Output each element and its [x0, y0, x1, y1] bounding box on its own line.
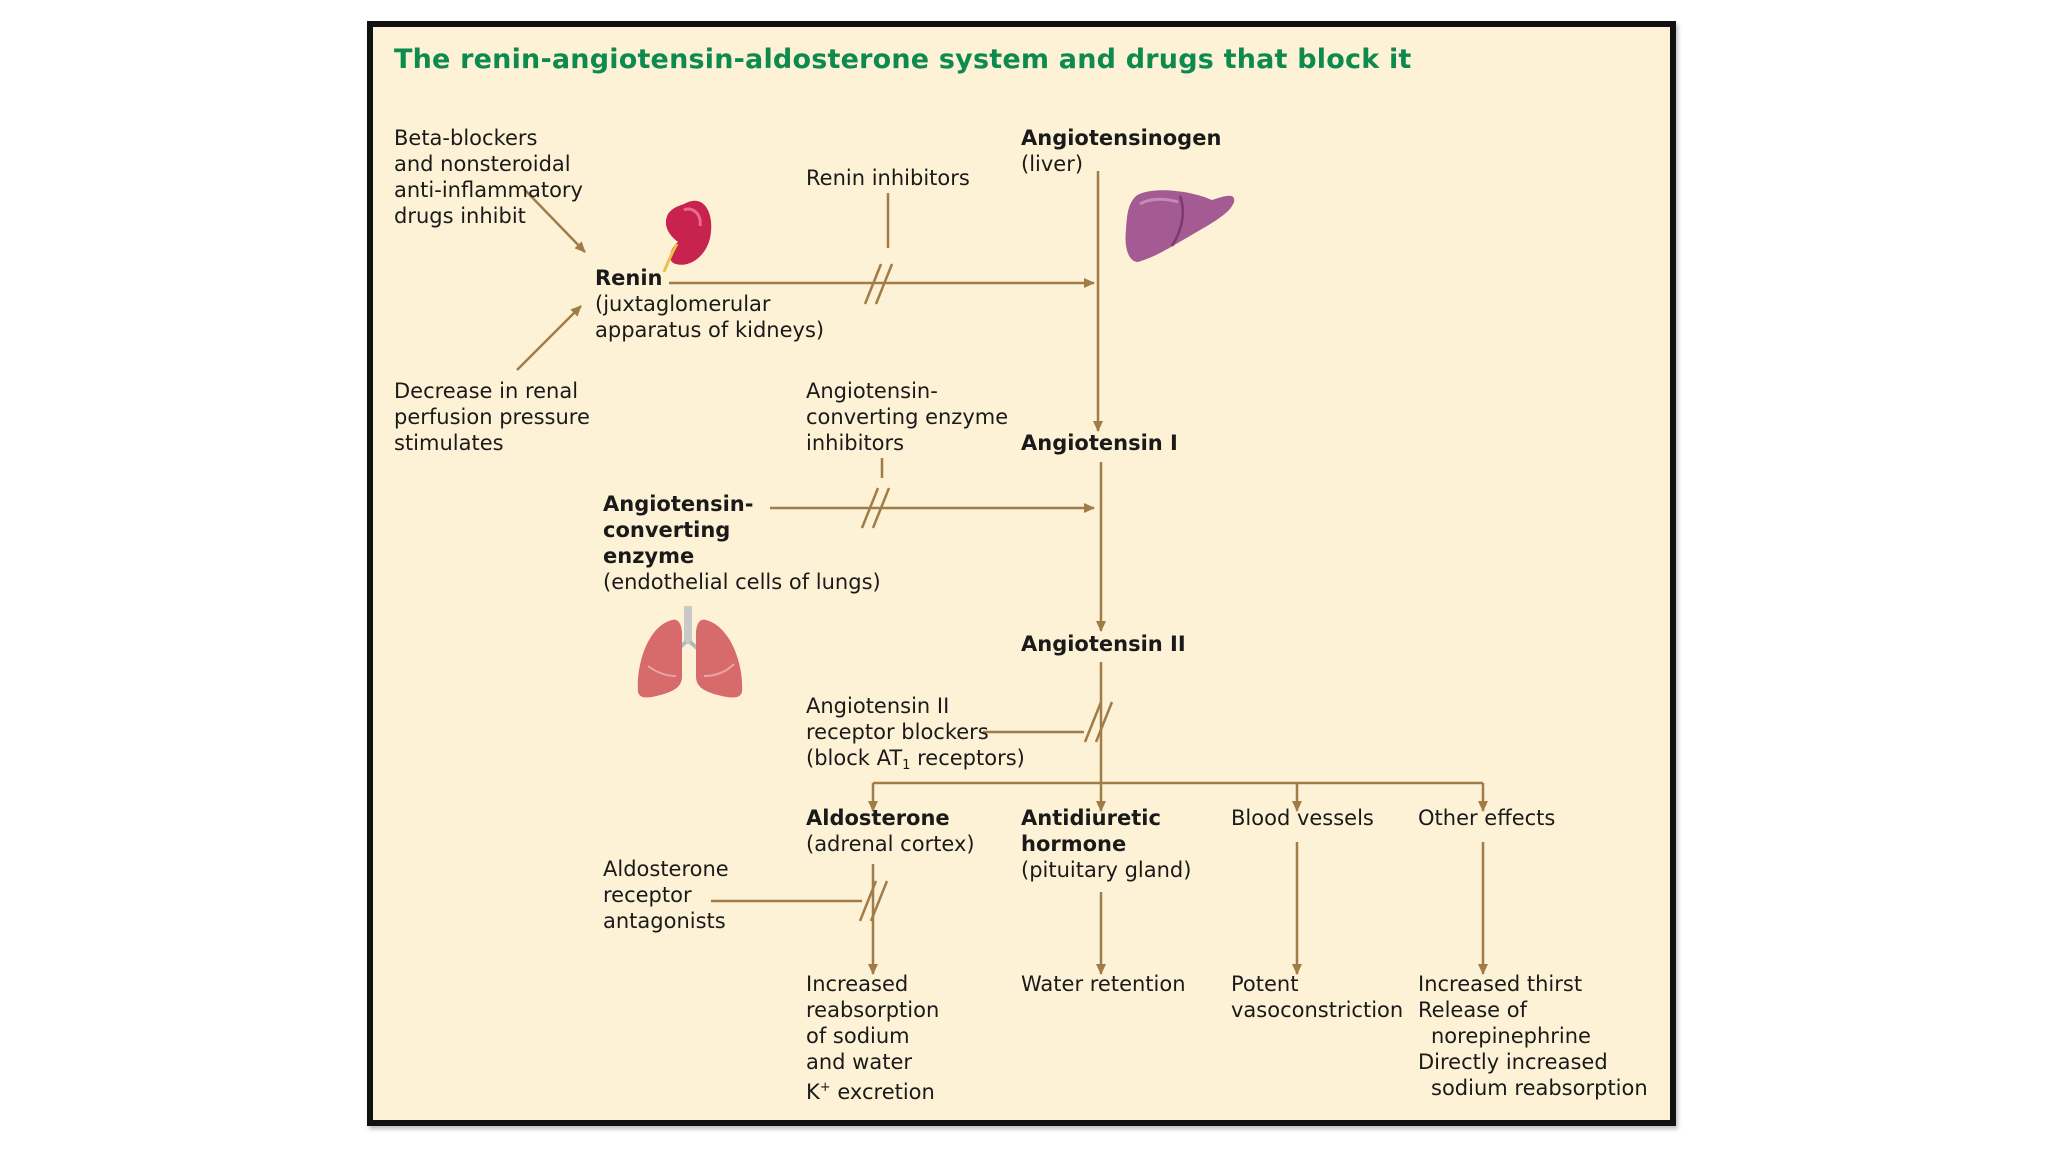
angiotensin-1-node: Angiotensin I: [1021, 431, 1178, 455]
renin-inhibitors-label: Renin inhibitors: [806, 166, 970, 190]
lungs-icon: [637, 606, 743, 698]
ace-inhibitor-block-mark: [860, 487, 880, 529]
aldo-antagonist-block-mark: [869, 880, 889, 922]
other-effects-node: Other effects: [1418, 806, 1556, 830]
arrow-beta-blockers: [523, 188, 586, 253]
renin-inhibitor-block-mark: [874, 263, 894, 305]
page-title: The renin-angiotensin-aldosterone system…: [394, 44, 1412, 75]
ace-node: Angiotensin- converting enzyme (endothel…: [603, 492, 881, 594]
diagram-frame: [367, 21, 1676, 1126]
beta-blockers-label: Beta-blockers and nonsteroidal anti-infl…: [394, 126, 583, 228]
adh-node: Antidiuretic hormone (pituitary gland): [1021, 806, 1192, 882]
aldosterone-node: Aldosterone (adrenal cortex): [806, 806, 975, 856]
water-retention-outcome: Water retention: [1021, 972, 1186, 996]
liver-icon: [1125, 190, 1235, 262]
renal-perfusion-label: Decrease in renal perfusion pressure sti…: [394, 379, 590, 455]
kidney-icon: [662, 200, 712, 273]
renin-node: Renin (juxtaglomerular apparatus of kidn…: [595, 266, 825, 342]
ace-inhibitor-block-mark: [871, 487, 891, 529]
other-outcomes: Increased thirst Release of norepinephri…: [1418, 972, 1648, 1100]
arb-block-mark: [1094, 701, 1114, 743]
arb-block-mark: [1083, 701, 1103, 743]
sodium-effects-outcome: Increased reabsorption of sodium and wat…: [806, 972, 940, 1104]
renin-inhibitor-block-mark: [863, 263, 883, 305]
blood-vessels-node: Blood vessels: [1231, 806, 1374, 830]
vasoconstriction-outcome: Potent vasoconstriction: [1231, 972, 1404, 1022]
arb-label: Angiotensin II receptor blockers (block …: [806, 694, 1025, 773]
ace-inhibitors-label: Angiotensin- converting enzyme inhibitor…: [806, 379, 1009, 455]
aldosterone-antagonists-label: Aldosterone receptor antagonists: [603, 857, 729, 933]
aldo-antagonist-block-mark: [858, 880, 878, 922]
angiotensinogen-node: Angiotensinogen (liver): [1021, 126, 1222, 176]
arrow-renal-perfusion: [516, 305, 582, 371]
angiotensin-2-node: Angiotensin II: [1021, 632, 1186, 656]
